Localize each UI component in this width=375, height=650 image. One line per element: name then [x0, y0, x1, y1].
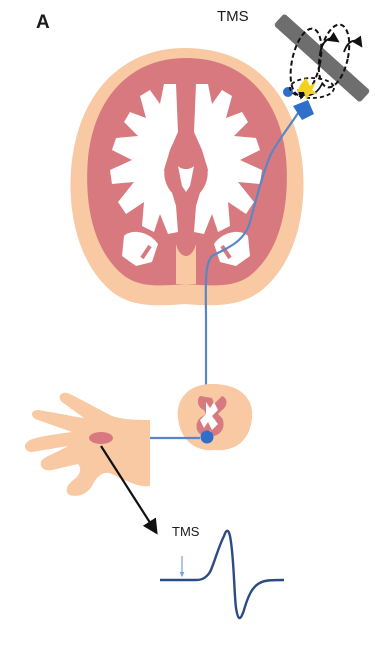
upper-motor-neuron-dot — [283, 87, 293, 97]
current-arrow-2 — [344, 41, 360, 52]
tms-stimulus-label: TMS — [172, 524, 199, 539]
mep-recording — [160, 531, 284, 618]
mep-trace — [160, 531, 284, 618]
tms-coil-label: TMS — [217, 8, 249, 25]
hand-icon — [25, 393, 150, 496]
hand-shape — [25, 393, 150, 496]
brain-coronal-section-icon — [71, 48, 304, 305]
panel-label: A — [36, 12, 50, 34]
target-muscle — [89, 432, 113, 444]
lower-motor-neuron-body — [201, 431, 214, 444]
